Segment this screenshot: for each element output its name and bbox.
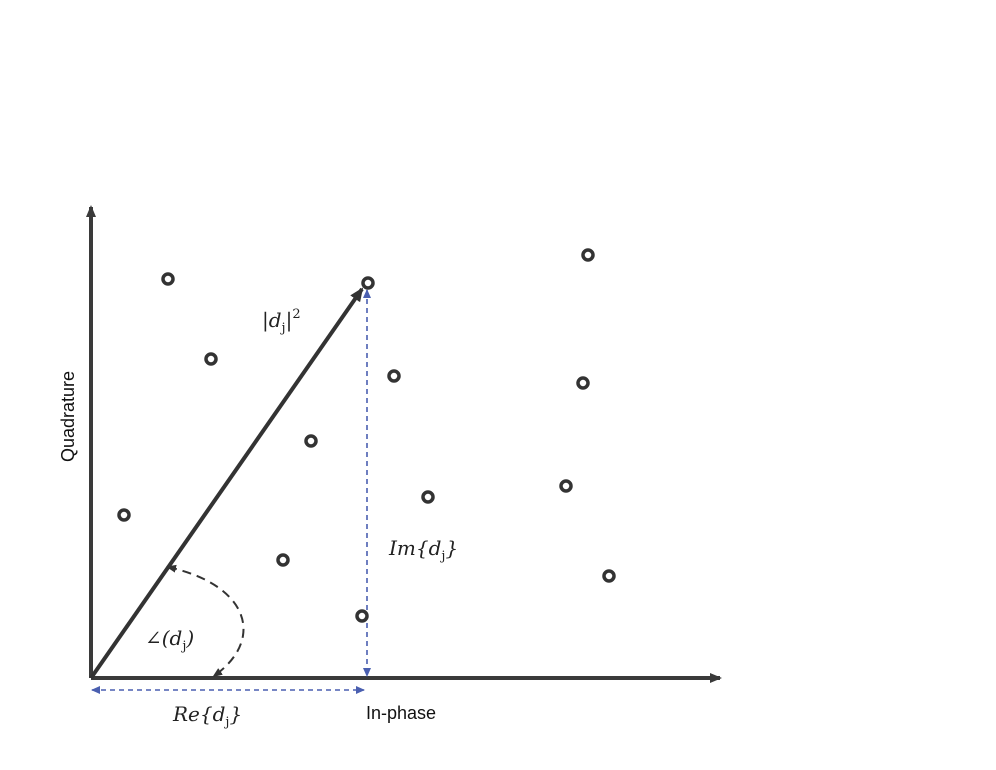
constellation-point — [361, 276, 375, 290]
constellation-point — [559, 479, 573, 493]
constellation-point — [387, 369, 401, 383]
angle-arc — [166, 564, 245, 678]
constellation-point — [304, 434, 318, 448]
constellation-point — [421, 490, 435, 504]
constellation-point — [117, 508, 131, 522]
constellation-point — [581, 248, 595, 262]
angle-label: ∠(dj) — [145, 626, 194, 654]
real-part-label: Re{dj} — [172, 702, 242, 730]
constellation-point — [355, 609, 369, 623]
svg-text:∠(dj): ∠(dj) — [145, 626, 194, 654]
constellation-point — [276, 553, 290, 567]
constellation-point — [161, 272, 175, 286]
constellation-point — [602, 569, 616, 583]
y-axis-label: Quadrature — [58, 371, 78, 462]
constellation-point — [204, 352, 218, 366]
svg-text:Re{dj}: Re{dj} — [172, 702, 242, 730]
svg-text:Im{dj}: Im{dj} — [388, 536, 458, 564]
x-axis-label: In-phase — [366, 703, 436, 723]
symbol-vector — [89, 287, 364, 680]
svg-text:|dj|2: |dj|2 — [262, 307, 301, 336]
magnitude-label: |dj|2 — [262, 307, 301, 336]
constellation-point — [576, 376, 590, 390]
imaginary-part-label: Im{dj} — [388, 536, 458, 564]
constellation-points — [117, 248, 616, 623]
